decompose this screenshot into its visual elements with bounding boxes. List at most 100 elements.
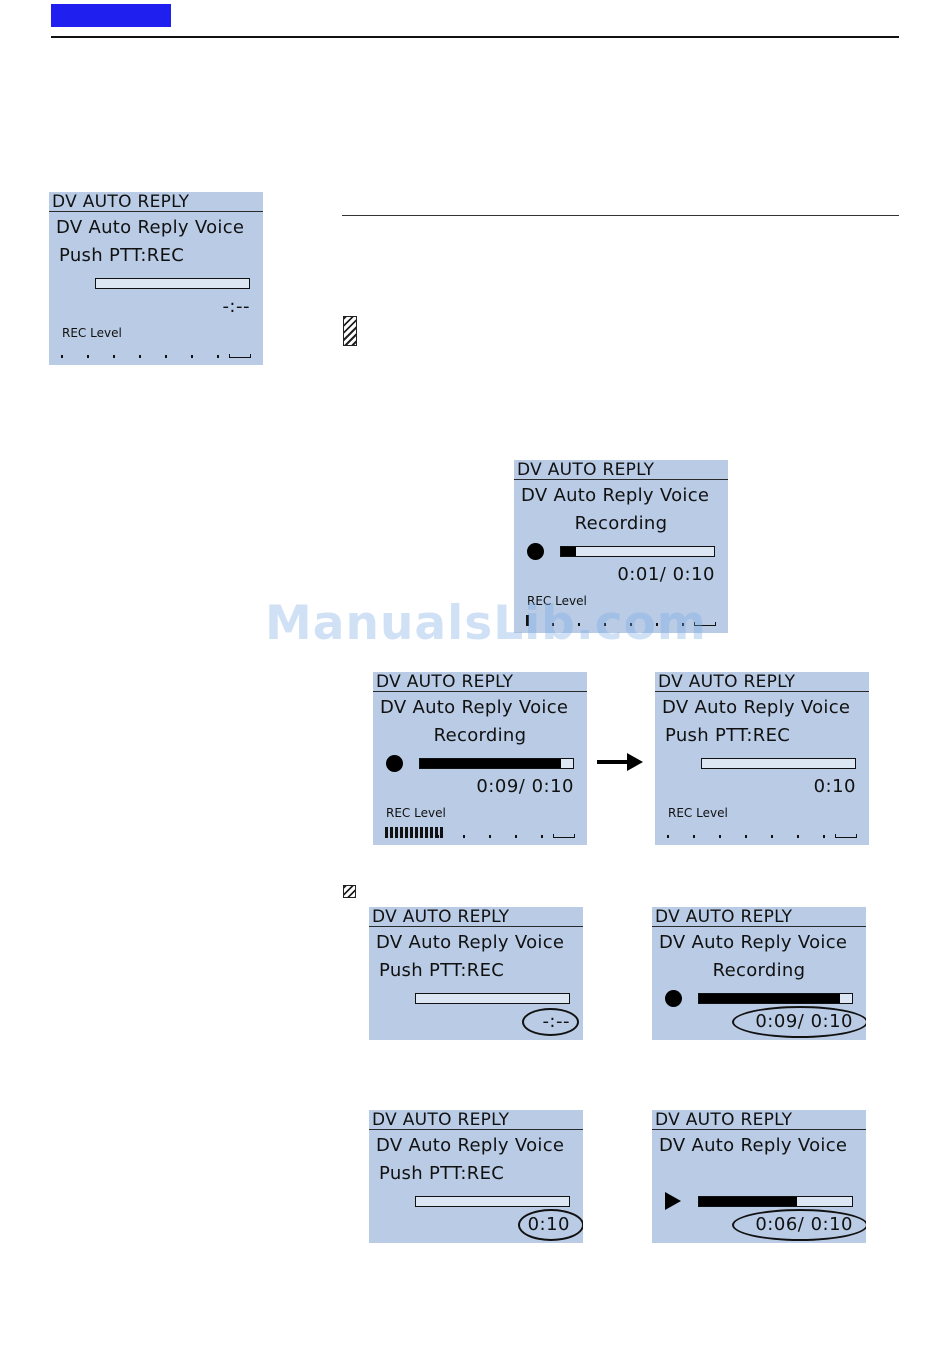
meter-segment xyxy=(385,827,388,838)
meter-tick xyxy=(61,355,63,358)
meter-tick xyxy=(719,835,721,838)
screen-time: 0:01/ 0:10 xyxy=(617,564,715,585)
progress-bar xyxy=(560,546,715,557)
meter-end-tick xyxy=(553,834,575,838)
lcd-screen-recording: DV AUTO REPLY DV Auto Reply Voice Record… xyxy=(652,907,866,1040)
meter-tick xyxy=(552,623,554,626)
rec-level-meter xyxy=(667,822,857,842)
meter-tick xyxy=(682,623,684,626)
screen-time: 0:09/ 0:10 xyxy=(476,776,574,797)
screen-time: 0:10 xyxy=(813,776,856,797)
meter-segment xyxy=(440,827,443,838)
screen-line2: Push PTT:REC xyxy=(379,1163,505,1184)
screen-title: DV AUTO REPLY xyxy=(373,672,587,692)
lcd-screen-recorded: DV AUTO REPLY DV Auto Reply Voice Push P… xyxy=(655,672,869,845)
meter-tick xyxy=(667,835,669,838)
meter-segment xyxy=(526,615,529,626)
lcd-screen-idle: DV AUTO REPLY DV Auto Reply Voice Push P… xyxy=(49,192,263,365)
meter-tick xyxy=(515,835,517,838)
rec-level-label: REC Level xyxy=(62,326,122,340)
progress-bar xyxy=(415,1196,570,1207)
meter-tick xyxy=(191,355,193,358)
meter-segment xyxy=(395,827,398,838)
meter-tick xyxy=(630,623,632,626)
meter-segment xyxy=(415,827,418,838)
screen-title: DV AUTO REPLY xyxy=(652,1110,866,1130)
meter-segment xyxy=(430,827,433,838)
screen-line1: DV Auto Reply Voice xyxy=(659,932,848,953)
screen-line1: DV Auto Reply Voice xyxy=(659,1135,848,1156)
screen-line1: DV Auto Reply Voice xyxy=(56,217,245,238)
screen-title: DV AUTO REPLY xyxy=(369,1110,583,1130)
screen-line2: Recording xyxy=(712,960,806,981)
meter-tick xyxy=(578,623,580,626)
watermark: ManualsLib.com xyxy=(265,596,707,651)
screen-line1: DV Auto Reply Voice xyxy=(521,485,710,506)
progress-bar xyxy=(698,993,853,1004)
screen-time: -:-- xyxy=(222,296,250,317)
record-dot-icon xyxy=(386,755,403,772)
note-icon xyxy=(343,316,357,346)
screen-line2: Recording xyxy=(574,513,668,534)
meter-tick xyxy=(165,355,167,358)
progress-bar xyxy=(701,758,856,769)
progress-bar xyxy=(415,993,570,1004)
meter-end-tick xyxy=(835,834,857,838)
screen-line1: DV Auto Reply Voice xyxy=(662,697,851,718)
progress-bar xyxy=(698,1196,853,1207)
progress-bar xyxy=(419,758,574,769)
meter-tick xyxy=(693,835,695,838)
header-tab xyxy=(51,4,171,27)
play-icon xyxy=(665,1192,681,1210)
arrow-right-icon xyxy=(597,753,643,771)
progress-bar xyxy=(95,278,250,289)
meter-tick xyxy=(797,835,799,838)
meter-tick xyxy=(656,623,658,626)
screen-title: DV AUTO REPLY xyxy=(369,907,583,927)
screen-title: DV AUTO REPLY xyxy=(49,192,263,212)
screen-title: DV AUTO REPLY xyxy=(655,672,869,692)
record-dot-icon xyxy=(665,990,682,1007)
screen-title: DV AUTO REPLY xyxy=(514,460,728,480)
screen-line1: DV Auto Reply Voice xyxy=(380,697,569,718)
rec-level-label: REC Level xyxy=(386,806,446,820)
note-icon xyxy=(343,885,356,898)
screen-line1: DV Auto Reply Voice xyxy=(376,932,565,953)
screen-line2: Recording xyxy=(433,725,527,746)
meter-segment xyxy=(420,827,423,838)
meter-end-tick xyxy=(694,622,716,626)
lcd-screen-voice-length: DV AUTO REPLY DV Auto Reply Voice Push P… xyxy=(369,1110,583,1243)
meter-segment xyxy=(390,827,393,838)
meter-tick xyxy=(437,835,439,838)
meter-segment xyxy=(400,827,403,838)
screen-line2: Push PTT:REC xyxy=(665,725,791,746)
meter-tick xyxy=(87,355,89,358)
lcd-screen-no-voice: DV AUTO REPLY DV Auto Reply Voice Push P… xyxy=(369,907,583,1040)
meter-tick xyxy=(463,835,465,838)
meter-segment xyxy=(405,827,408,838)
highlight-oval xyxy=(518,1209,583,1241)
lcd-screen-recording-end: DV AUTO REPLY DV Auto Reply Voice Record… xyxy=(373,672,587,845)
meter-tick xyxy=(139,355,141,358)
rec-level-meter xyxy=(61,342,251,362)
rec-level-meter xyxy=(526,610,716,630)
highlight-oval xyxy=(522,1008,579,1036)
rec-level-label: REC Level xyxy=(527,594,587,608)
meter-tick xyxy=(823,835,825,838)
screen-line2: Push PTT:REC xyxy=(379,960,505,981)
record-dot-icon xyxy=(527,543,544,560)
meter-end-tick xyxy=(229,354,251,358)
lcd-screen-recording-start: DV AUTO REPLY DV Auto Reply Voice Record… xyxy=(514,460,728,633)
highlight-oval xyxy=(732,1209,866,1241)
meter-segment xyxy=(425,827,428,838)
meter-tick xyxy=(217,355,219,358)
rec-level-meter xyxy=(385,822,575,842)
lcd-screen-playing: DV AUTO REPLY DV Auto Reply Voice 0:06/ … xyxy=(652,1110,866,1243)
header-rule xyxy=(51,36,899,38)
meter-segment xyxy=(435,827,438,838)
section-rule xyxy=(342,215,899,216)
meter-segment xyxy=(410,827,413,838)
meter-tick xyxy=(541,835,543,838)
meter-tick xyxy=(489,835,491,838)
meter-tick xyxy=(745,835,747,838)
